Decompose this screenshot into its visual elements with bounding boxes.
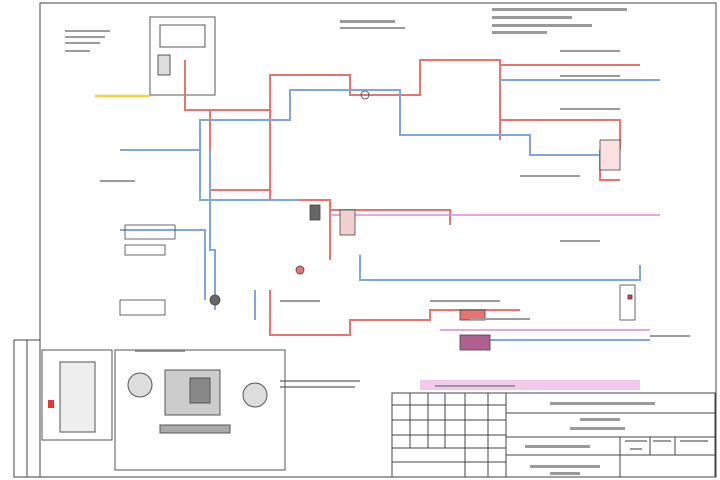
annotation-blocks bbox=[65, 8, 690, 388]
equipment-symbols bbox=[119, 90, 636, 351]
equipment-illustrations bbox=[41, 349, 286, 471]
return-pipes bbox=[120, 79, 660, 341]
title-block-text bbox=[525, 402, 708, 475]
supply-pipes bbox=[184, 59, 640, 336]
drawing-frame bbox=[13, 2, 717, 478]
boiler-unit bbox=[149, 16, 216, 96]
title-block bbox=[391, 392, 716, 478]
